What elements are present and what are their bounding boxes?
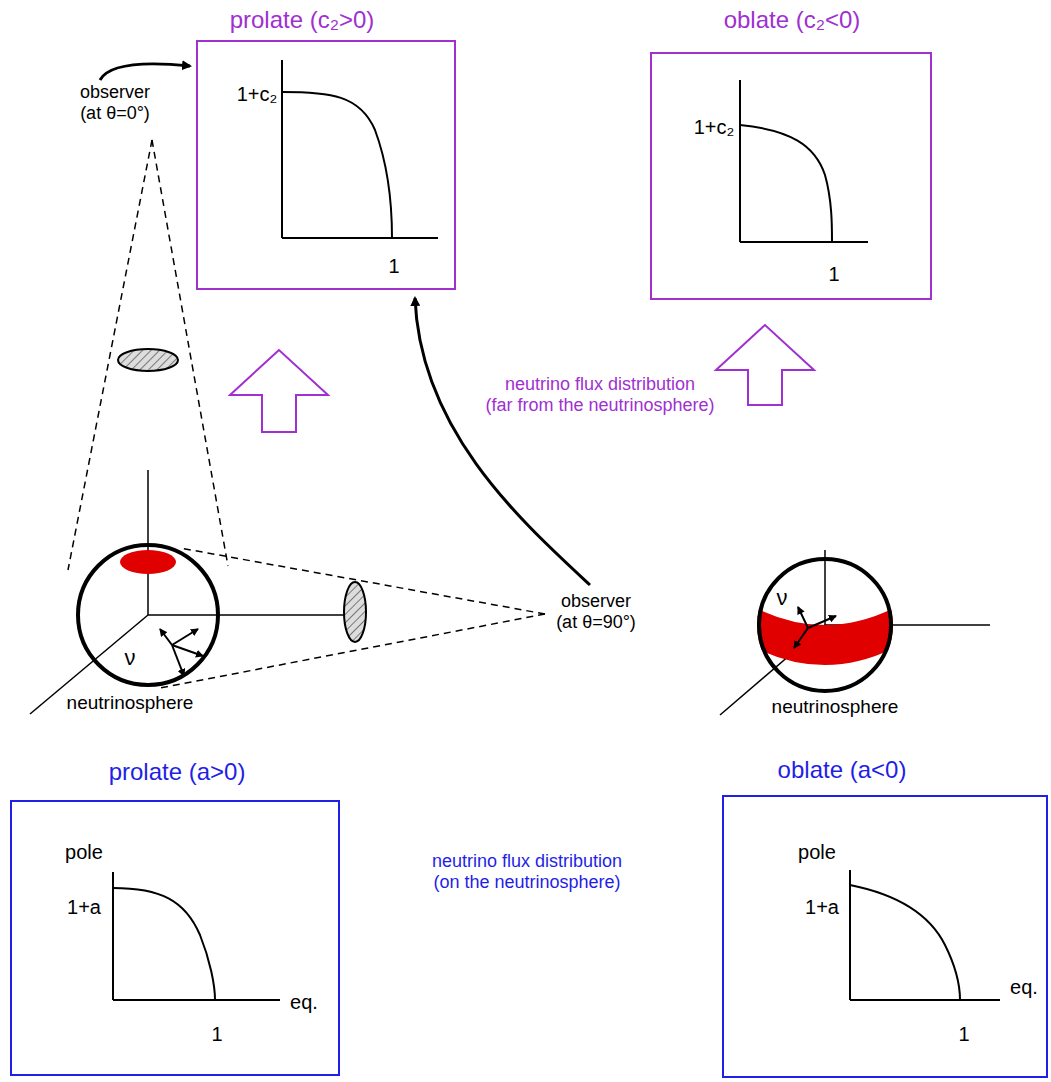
annotation: neutrino flux distribution (on the neutr… <box>432 851 622 892</box>
hollow-arrow <box>230 350 328 432</box>
axis-name: eq. <box>290 991 318 1014</box>
axis-value: 1+a <box>67 896 101 919</box>
axis-name: pole <box>798 841 836 864</box>
neutrino-symbol: ν <box>125 645 136 670</box>
annotation: neutrino flux distribution (far from the… <box>485 374 714 415</box>
sphere-axes <box>720 550 990 715</box>
neutrino-arrows <box>160 629 203 676</box>
graph-title: oblate (c₂<0) <box>724 6 861 34</box>
surface-flux-graph: prolate (a>0)pole1+a1eq. <box>10 800 340 1076</box>
axis-value: 1+c₂ <box>237 83 278 106</box>
graph-title: prolate (a>0) <box>109 758 246 786</box>
axis-value: 1+c₂ <box>694 116 735 139</box>
graph-axes <box>113 60 1000 1000</box>
surface-flux-graph: oblate (a<0)pole1+a1eq. <box>722 795 1048 1078</box>
axis-value: 1 <box>388 255 399 278</box>
neutrino-arrows <box>794 607 836 648</box>
observer-label: observer (at θ=0°) <box>80 82 150 123</box>
axis-value: 1 <box>211 1023 222 1046</box>
sphere-axes <box>30 470 350 714</box>
axis-value: 1+a <box>805 896 839 919</box>
axis-value: 1 <box>958 1023 969 1046</box>
curved-arrow <box>100 64 190 80</box>
far-flux-graph: oblate (c₂<0)1+c₂1 <box>650 52 932 300</box>
far-flux-graph: prolate (c₂>0)1+c₂1 <box>196 40 456 290</box>
curved-arrow <box>415 298 590 585</box>
hot-spot <box>120 550 176 574</box>
projected-disk <box>118 349 178 371</box>
axis-name: pole <box>65 841 103 864</box>
graph-title: prolate (c₂>0) <box>230 6 375 34</box>
neutrino-symbol: ν <box>777 585 788 610</box>
axis-value: 1 <box>828 263 839 286</box>
neutrinosphere-circle: νneutrinosphere <box>757 557 893 693</box>
projected-disk <box>344 582 366 642</box>
view-cone <box>68 140 545 688</box>
axis-name: eq. <box>1010 976 1038 999</box>
observer-label: observer (at θ=90°) <box>556 591 636 632</box>
hot-band <box>750 605 900 665</box>
circle-outline <box>76 543 220 687</box>
graph-title: oblate (a<0) <box>778 756 907 784</box>
neutrinosphere-circle: νneutrinosphere <box>76 543 220 687</box>
sphere-label: neutrinosphere <box>772 696 899 718</box>
sphere-label: neutrinosphere <box>67 692 194 714</box>
hollow-arrow <box>716 325 814 405</box>
circle-outline <box>757 557 893 693</box>
